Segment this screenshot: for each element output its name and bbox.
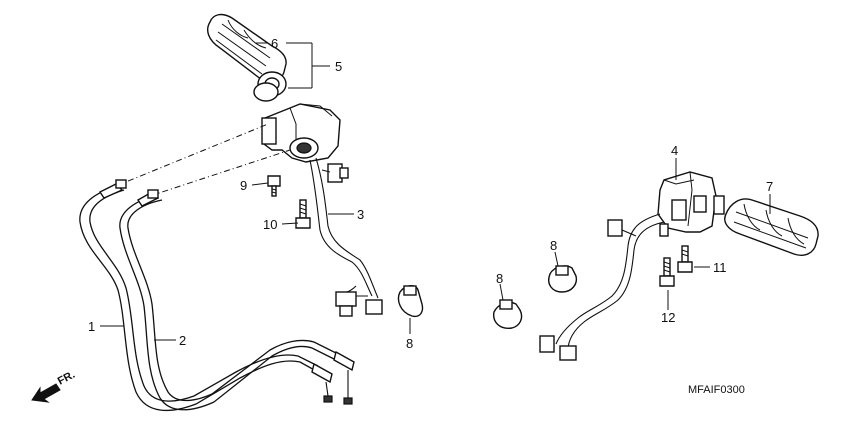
leader-lines xyxy=(100,42,771,341)
right-switch-housing xyxy=(261,103,341,163)
bolt-10 xyxy=(295,199,311,229)
bolt-9 xyxy=(267,175,281,197)
callout-10: 10 xyxy=(263,217,277,232)
callout-4: 4 xyxy=(671,143,678,158)
callout-9: 9 xyxy=(240,178,247,193)
throttle-cable-2 xyxy=(98,179,355,411)
callout-7: 7 xyxy=(766,179,773,194)
callout-3: 3 xyxy=(357,207,364,222)
left-switch-harness xyxy=(539,213,665,361)
callout-12: 12 xyxy=(661,310,675,325)
callout-8-right: 8 xyxy=(406,336,413,351)
direction-label: FR. xyxy=(56,369,77,388)
callout-5: 5 xyxy=(335,59,342,74)
front-direction-arrow-icon xyxy=(31,383,61,403)
routing-guide-lines xyxy=(115,123,291,197)
wire-band-left-lower xyxy=(493,299,523,329)
left-grip xyxy=(724,198,819,256)
wire-band-right xyxy=(397,285,424,318)
throttle-cable-1 xyxy=(79,185,319,412)
callout-11: 11 xyxy=(713,260,727,275)
right-switch-harness xyxy=(309,157,383,317)
throttle-grip xyxy=(207,13,287,102)
callout-8-left-upper: 8 xyxy=(550,238,557,253)
callout-8-left-lower: 8 xyxy=(496,271,503,286)
bolt-12 xyxy=(659,257,675,287)
wire-band-left-upper xyxy=(548,265,578,293)
callout-2: 2 xyxy=(179,333,186,348)
callout-1: 1 xyxy=(88,319,95,334)
callout-6: 6 xyxy=(271,36,278,51)
bolt-11 xyxy=(677,245,693,273)
diagram-code: MFAIF0300 xyxy=(688,384,745,396)
left-switch-housing xyxy=(657,171,725,237)
